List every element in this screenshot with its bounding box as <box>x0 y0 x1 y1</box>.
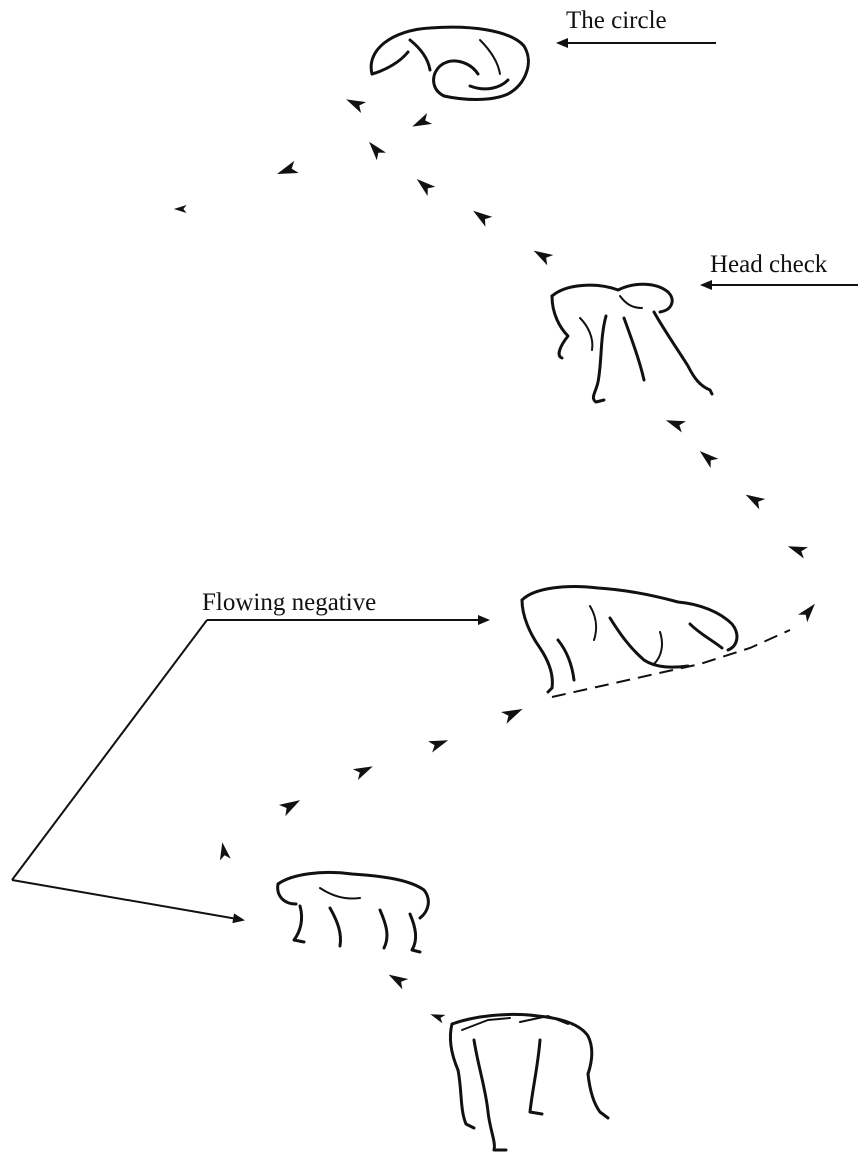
footprint-icon <box>786 541 808 559</box>
footprint-icon <box>664 415 686 433</box>
flowing-negative-connector-line <box>12 620 207 880</box>
footprint-icon <box>386 969 409 989</box>
footprint-icon <box>798 600 820 622</box>
footprint-icon <box>429 1010 446 1023</box>
footprint-icon <box>428 735 450 753</box>
flowing-negative-pointer-arrow-lower <box>12 880 243 920</box>
footprint-icon <box>696 446 718 468</box>
dog-icon-flowing-lower <box>278 872 429 952</box>
dog-icon-bottom <box>450 1014 608 1150</box>
footprint-icon <box>344 94 366 113</box>
label-flowing-negative: Flowing negative <box>202 590 376 615</box>
footprint-icon <box>501 703 525 724</box>
footprint-icon <box>279 795 304 817</box>
pointer-arrows <box>12 43 858 920</box>
dashed-track-line <box>552 630 790 697</box>
dog-icon-head-check <box>552 284 712 402</box>
footprint-icon <box>413 174 435 196</box>
label-the-circle: The circle <box>566 8 667 33</box>
footprint-icon <box>217 841 231 860</box>
footprint-icon <box>275 161 299 180</box>
footprint-trail <box>174 94 820 1023</box>
footprint-icon <box>364 138 386 160</box>
footprint-icon <box>410 113 432 132</box>
footprint-icon <box>531 245 554 265</box>
dog-icon-circle <box>371 27 528 99</box>
footprint-icon <box>174 205 187 213</box>
label-head-check: Head check <box>710 252 827 277</box>
footprint-icon <box>743 489 766 509</box>
footprint-icon <box>353 761 375 780</box>
footprint-icon <box>470 206 493 227</box>
dog-icon-flowing-upper <box>522 587 737 693</box>
